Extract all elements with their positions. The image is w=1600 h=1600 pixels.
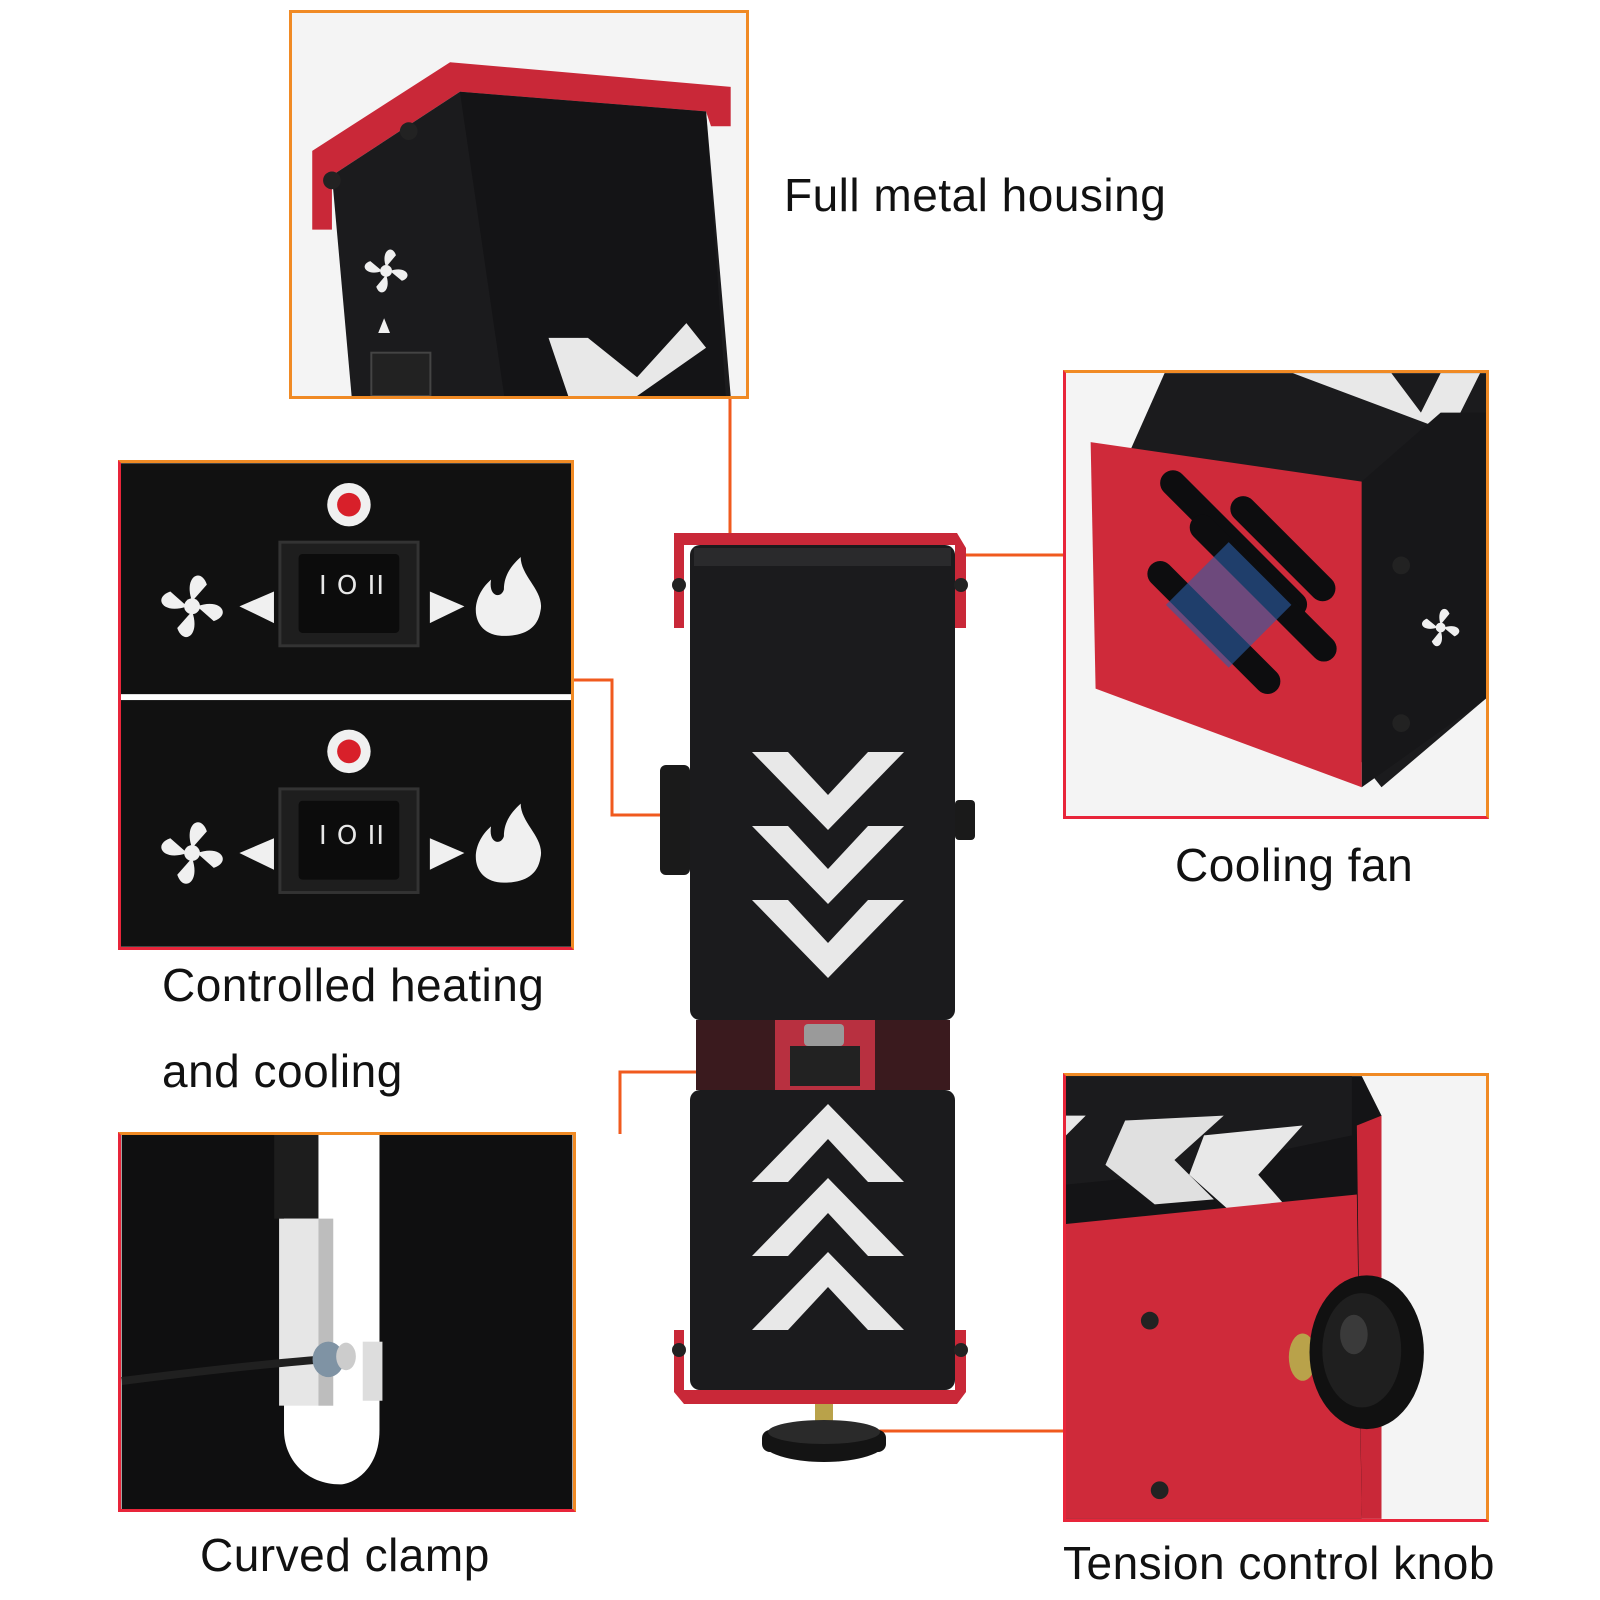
fan-icon [1421,608,1460,647]
housing-label: Full metal housing [784,169,1167,221]
flame-icon [475,556,542,636]
bottom-end-bracket [674,1330,966,1404]
clamp-callout [118,1132,576,1512]
fan-icon [161,822,223,884]
screw-icon [1392,556,1411,575]
chevrons-up [752,1104,904,1330]
screw-icon [1150,1481,1169,1500]
arrow-right-icon [429,591,465,624]
arrow-left-icon [239,838,274,870]
chevron-icon [752,1178,904,1256]
side-rocker [660,765,690,875]
fan-icon [161,575,223,638]
screw-icon [323,171,341,190]
arrow-right-icon [429,838,465,870]
knob-callout [1063,1073,1489,1522]
clamp-closeup [121,1135,573,1509]
chevron-icon [1189,1125,1303,1215]
screw-icon [672,1343,686,1357]
switch-label-line2: and cooling [162,1045,403,1097]
chevron-icon [1105,1115,1224,1205]
chevron-icon [752,1252,904,1330]
screw-icon [1392,714,1411,733]
clamp-label: Curved clamp [200,1529,490,1581]
switch-panel-heat-cool-2 [161,729,542,894]
chevrons-down [752,752,904,978]
arrow-up-icon [378,318,391,333]
chevron-icon [1066,1115,1086,1136]
switch-glyph-2: I O II [319,821,385,851]
fan-label: Cooling fan [1175,839,1414,891]
switch-callout: I O II I O II [118,460,574,950]
screw-icon [399,122,418,141]
fan-callout [1063,370,1489,819]
flame-icon [475,803,542,883]
switch-closeup [121,463,571,947]
side-post [955,800,975,840]
chevron-icon [752,826,904,904]
screw-icon [954,578,968,592]
chevron-icon [752,900,904,978]
switch-glyph-1: I O II [319,571,385,601]
housing-closeup [312,62,731,396]
screw-icon [672,578,686,592]
fan-closeup [1090,373,1486,788]
screw-icon [954,1343,968,1357]
chevron-icon [1292,373,1481,433]
chevron-icon [752,1104,904,1182]
fan-icon [364,249,408,293]
arrow-left-icon [239,591,274,624]
knob-label: Tension control knob [1063,1537,1495,1589]
top-end-bracket [674,533,966,628]
rocker-switch-icon [370,351,432,396]
housing-callout [289,10,749,399]
screw-icon [1140,1311,1159,1330]
chevron-icon [548,323,707,396]
chevron-icon [752,752,904,830]
knob-closeup [1066,1076,1424,1519]
thumb-knob-icon [762,1404,886,1462]
switch-label-line1: Controlled heating [162,959,545,1011]
thumb-knob-icon [1288,1275,1424,1430]
switch-panel-heat-cool [161,482,542,648]
